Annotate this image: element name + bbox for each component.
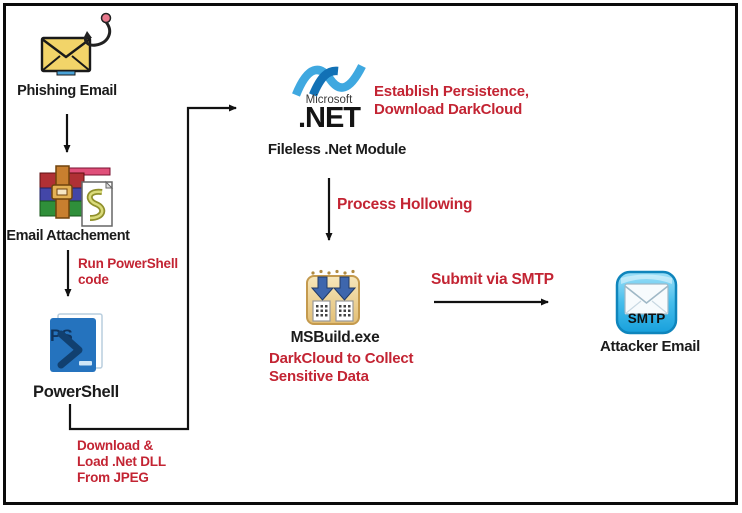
dotnet-logo-icon	[292, 64, 366, 97]
fileless-net-module-label: Fileless .Net Module	[267, 141, 407, 158]
diagram-border-frame	[3, 3, 738, 505]
phishing-email-label: Phishing Email	[17, 83, 117, 99]
edge-label-run-powershell: Run PowerShell code	[78, 256, 178, 287]
attacker-email-label: Attacker Email	[599, 338, 701, 355]
msbuild-icon	[306, 269, 360, 325]
smtp-icon: SMTP	[615, 270, 678, 335]
phishing-email-icon	[40, 12, 112, 76]
edge-label-collect-data: DarkCloud to Collect Sensitive Data	[269, 350, 414, 385]
edge-label-download-dll: Download & Load .Net DLL From JPEG	[77, 438, 166, 485]
email-attachment-label: Email Attachement	[6, 228, 130, 244]
edge-label-submit-smtp: Submit via SMTP	[431, 271, 554, 288]
dotnet-brand-net: .NET	[297, 102, 361, 134]
winrar-script-icon	[39, 165, 114, 227]
edge-label-process-hollowing: Process Hollowing	[337, 196, 473, 213]
edge-label-establish-persistence: Establish Persistence, Download DarkClou…	[374, 83, 529, 118]
powershell-icon: PS	[50, 313, 103, 372]
msbuild-label: MSBuild.exe	[290, 329, 380, 346]
dotnet-brand-microsoft: Microsoft	[305, 94, 353, 106]
powershell-label: PowerShell	[33, 383, 119, 401]
smtp-badge: SMTP	[628, 311, 666, 326]
